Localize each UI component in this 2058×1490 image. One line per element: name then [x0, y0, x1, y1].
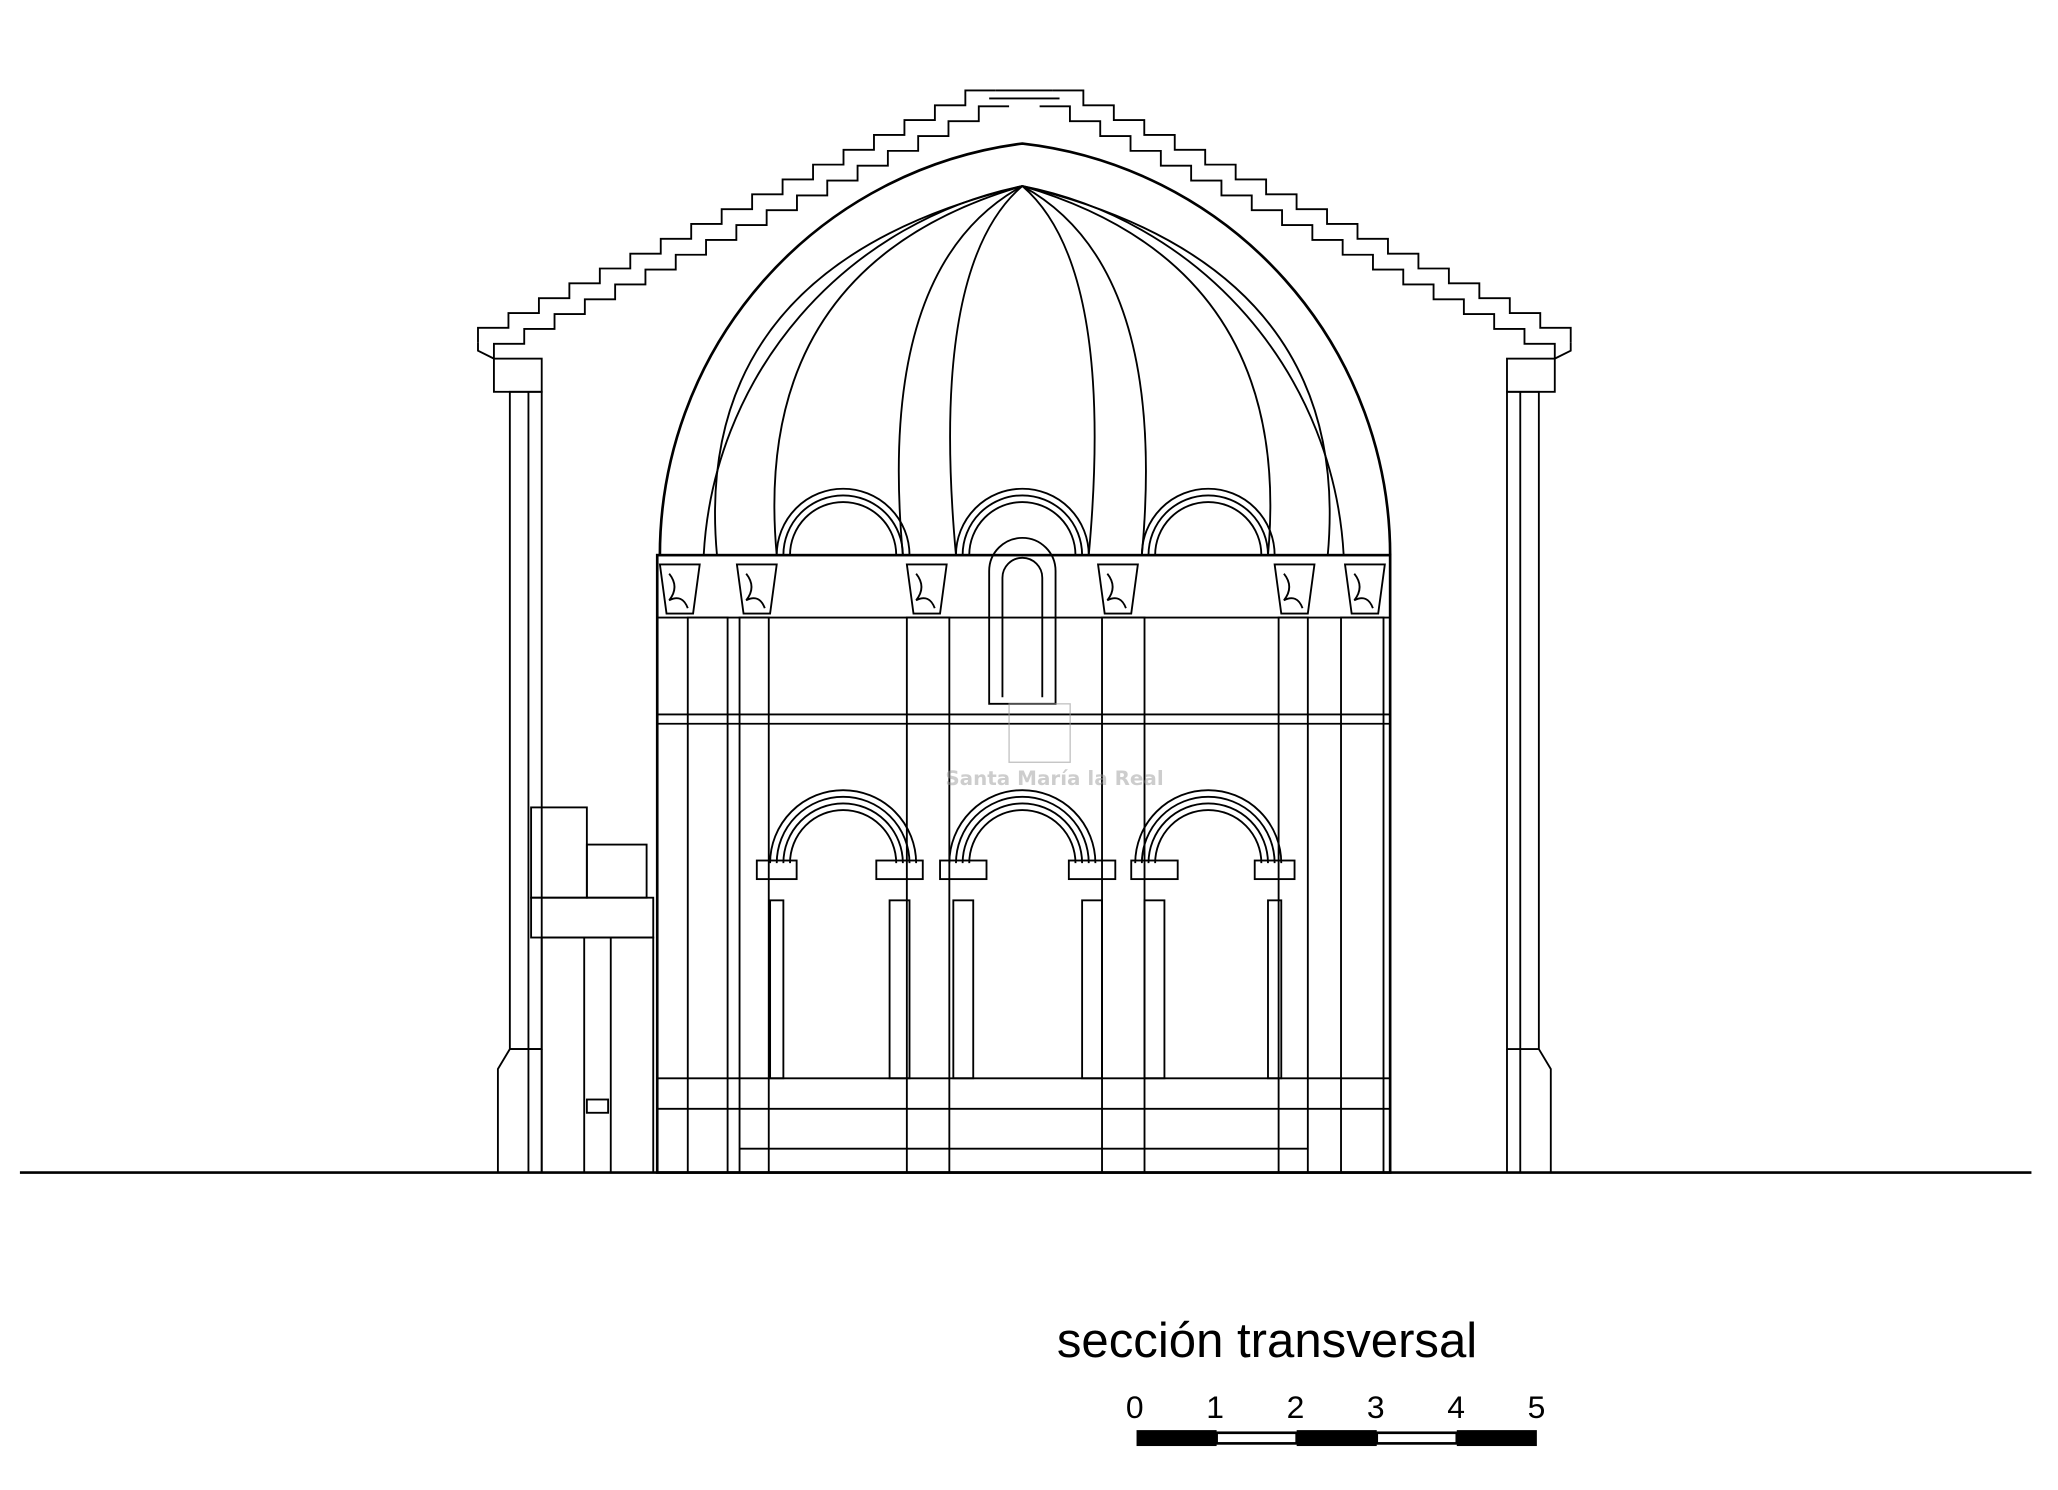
- impost: [1067, 859, 1117, 881]
- scale-segment-black: [1456, 1430, 1537, 1447]
- upper-arch: [968, 501, 1077, 556]
- stepped-roof: [477, 89, 1572, 360]
- upper-arch: [1140, 487, 1276, 556]
- lower-arch: [1154, 809, 1263, 864]
- lower-arch: [769, 789, 918, 864]
- lower-arch: [955, 795, 1090, 864]
- colonnette: [888, 899, 911, 1080]
- scale-label: 1: [1206, 1389, 1224, 1425]
- scale-segment-black: [1296, 1430, 1377, 1447]
- right-wall: [1506, 357, 1556, 1173]
- colonnette: [1143, 899, 1166, 1080]
- vault-rib: [714, 185, 1023, 556]
- watermark-text: Santa María la Real: [945, 767, 1163, 790]
- impost: [755, 859, 798, 881]
- scale-segment-white: [1375, 1431, 1459, 1445]
- upper-arch: [955, 487, 1090, 556]
- figured-capital: [658, 563, 701, 615]
- vault-rib: [773, 185, 1023, 556]
- upper-arch: [775, 487, 911, 556]
- impost: [1130, 859, 1179, 881]
- vault-rib: [949, 185, 1023, 556]
- scale-segment-white: [1215, 1431, 1299, 1445]
- figured-capital: [1343, 563, 1386, 615]
- pointed-vault: [658, 142, 1392, 556]
- side-annex: [530, 806, 655, 1174]
- central-window: [988, 536, 1057, 705]
- figured-capital: [1273, 563, 1316, 615]
- pier: [905, 616, 951, 1174]
- impost: [939, 859, 988, 881]
- figured-capital: [1096, 563, 1139, 615]
- pier: [686, 616, 729, 1174]
- scale-bar: 0 1 2 3 4 5: [1126, 1389, 1546, 1447]
- figured-capital: [905, 563, 948, 615]
- lower-arch: [782, 802, 904, 864]
- scale-label: 3: [1367, 1389, 1385, 1425]
- scale-label: 5: [1528, 1389, 1546, 1425]
- lower-arch: [968, 809, 1077, 864]
- lower-arch: [1140, 795, 1276, 864]
- scale-segment-black: [1136, 1430, 1217, 1447]
- upper-arch: [961, 494, 1084, 556]
- scale-label: 4: [1447, 1389, 1465, 1425]
- colonnette: [1081, 899, 1103, 1080]
- colonnette: [1267, 899, 1283, 1080]
- scale-label: 0: [1126, 1389, 1144, 1425]
- figured-capital: [735, 563, 778, 615]
- apse-interior: [655, 487, 1392, 1174]
- lower-arch: [961, 802, 1084, 864]
- lower-arch: [1147, 802, 1269, 864]
- pier: [1340, 616, 1385, 1174]
- left-wall: [492, 357, 543, 1173]
- vault-rib: [1021, 185, 1147, 556]
- pier: [738, 616, 770, 1174]
- lower-arch: [1134, 789, 1283, 864]
- upper-arch: [1147, 494, 1269, 556]
- vault-rib: [1021, 185, 1096, 556]
- colonnette: [769, 899, 785, 1080]
- scale-label: 2: [1287, 1389, 1305, 1425]
- lower-arch: [789, 809, 898, 864]
- vault-rib: [1022, 185, 1272, 556]
- impost: [1253, 859, 1296, 881]
- impost: [875, 859, 924, 881]
- lower-arch: [775, 795, 911, 864]
- vault-rib: [897, 185, 1023, 556]
- pier: [1277, 616, 1309, 1174]
- watermark: Santa María la Real: [945, 703, 1164, 790]
- vault-rib: [1022, 185, 1331, 556]
- upper-arch: [782, 494, 904, 556]
- pier: [1101, 616, 1146, 1174]
- lower-arch: [948, 789, 1097, 864]
- upper-arch: [789, 501, 898, 556]
- colonnette: [952, 899, 975, 1080]
- upper-arch: [1154, 501, 1263, 556]
- drawing-title: sección transversal: [1057, 1314, 1477, 1368]
